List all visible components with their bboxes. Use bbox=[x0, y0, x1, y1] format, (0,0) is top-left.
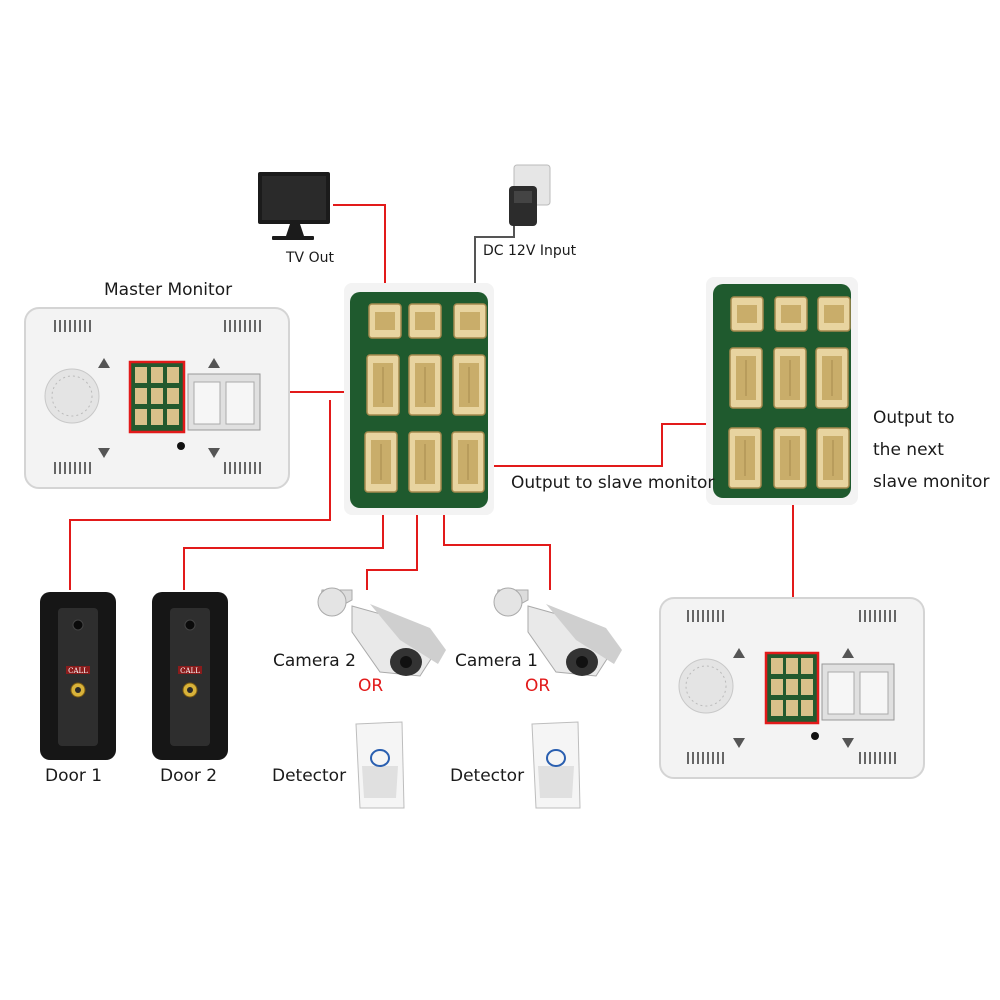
detector-icon-right bbox=[531, 721, 581, 809]
output-slave-label: Output to slave monitor bbox=[511, 473, 715, 493]
tv-icon bbox=[258, 172, 330, 240]
output-next-label-line3: slave monitor bbox=[873, 472, 990, 492]
tv-out-label: TV Out bbox=[286, 250, 334, 266]
detector-label-right: Detector bbox=[450, 766, 525, 786]
camera1-icon bbox=[493, 587, 622, 677]
door1-station-icon: CALL bbox=[40, 592, 116, 760]
slave-monitor-back bbox=[659, 597, 925, 779]
door1-label: Door 1 bbox=[45, 766, 103, 786]
camera1-or-label: OR bbox=[525, 676, 551, 696]
connector-board-slave bbox=[706, 277, 858, 505]
door2-label: Door 2 bbox=[160, 766, 218, 786]
wire-camera2 bbox=[366, 490, 418, 590]
door1-call-text: CALL bbox=[68, 667, 88, 675]
door2-station-icon: CALL bbox=[152, 592, 228, 760]
output-next-label-line2: the next bbox=[873, 440, 944, 460]
output-next-label-line1: Output to bbox=[873, 408, 955, 428]
camera2-label: Camera 2 bbox=[273, 651, 356, 671]
power-adapter-icon bbox=[509, 164, 551, 226]
wire-door1 bbox=[69, 400, 331, 590]
wire-tv-out bbox=[333, 204, 386, 310]
master-monitor-back bbox=[24, 307, 290, 489]
camera1-label: Camera 1 bbox=[455, 651, 538, 671]
connector-board-master bbox=[344, 283, 494, 515]
camera2-icon bbox=[317, 587, 446, 677]
door2-call-text: CALL bbox=[180, 667, 200, 675]
wire-dc-input bbox=[474, 226, 515, 305]
camera2-or-label: OR bbox=[358, 676, 384, 696]
wire-door2 bbox=[183, 490, 384, 590]
detector-label-left: Detector bbox=[272, 766, 347, 786]
master-monitor-label: Master Monitor bbox=[104, 280, 233, 300]
dc-input-label: DC 12V Input bbox=[483, 243, 577, 259]
detector-icon-left bbox=[355, 721, 405, 809]
